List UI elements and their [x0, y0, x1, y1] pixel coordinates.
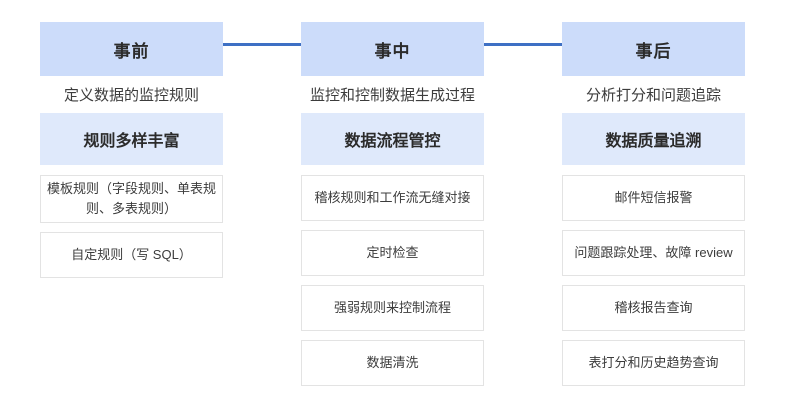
stage-item: 自定规则（写 SQL）	[40, 232, 223, 278]
column-during: 事中 监控和控制数据生成过程 数据流程管控 稽核规则和工作流无缝对接 定时检查 …	[301, 22, 484, 386]
stage-item: 强弱规则来控制流程	[301, 285, 484, 331]
stage-description-before: 定义数据的监控规则	[63, 87, 199, 104]
stage-subtitle-before: 规则多样丰富	[40, 113, 223, 165]
stage-title-after: 事后	[562, 22, 745, 76]
stage-title-before: 事前	[40, 22, 223, 76]
stage-item-list-during: 稽核规则和工作流无缝对接 定时检查 强弱规则来控制流程 数据清洗	[301, 175, 484, 386]
stage-item-list-before: 模板规则（字段规则、单表规则、多表规则） 自定规则（写 SQL）	[40, 175, 223, 278]
column-after: 事后 分析打分和问题追踪 数据质量追溯 邮件短信报警 问题跟踪处理、故障 rev…	[562, 22, 745, 386]
column-before: 事前 定义数据的监控规则 规则多样丰富 模板规则（字段规则、单表规则、多表规则）…	[40, 22, 223, 278]
stage-item: 数据清洗	[301, 340, 484, 386]
connector-line-during-after	[484, 43, 562, 46]
stage-title-during: 事中	[301, 22, 484, 76]
stage-item: 邮件短信报警	[562, 175, 745, 221]
stage-item: 表打分和历史趋势查询	[562, 340, 745, 386]
stage-description-during: 监控和控制数据生成过程	[309, 87, 475, 104]
stage-item: 稽核规则和工作流无缝对接	[301, 175, 484, 221]
stage-subtitle-after: 数据质量追溯	[562, 113, 745, 165]
stage-item: 问题跟踪处理、故障 review	[562, 230, 745, 276]
stage-item-list-after: 邮件短信报警 问题跟踪处理、故障 review 稽核报告查询 表打分和历史趋势查…	[562, 175, 745, 386]
stage-subtitle-during: 数据流程管控	[301, 113, 484, 165]
stage-item: 定时检查	[301, 230, 484, 276]
stage-item: 稽核报告查询	[562, 285, 745, 331]
stage-item: 模板规则（字段规则、单表规则、多表规则）	[40, 175, 223, 223]
connector-line-before-during	[223, 43, 301, 46]
stage-description-after: 分析打分和问题追踪	[585, 87, 721, 104]
